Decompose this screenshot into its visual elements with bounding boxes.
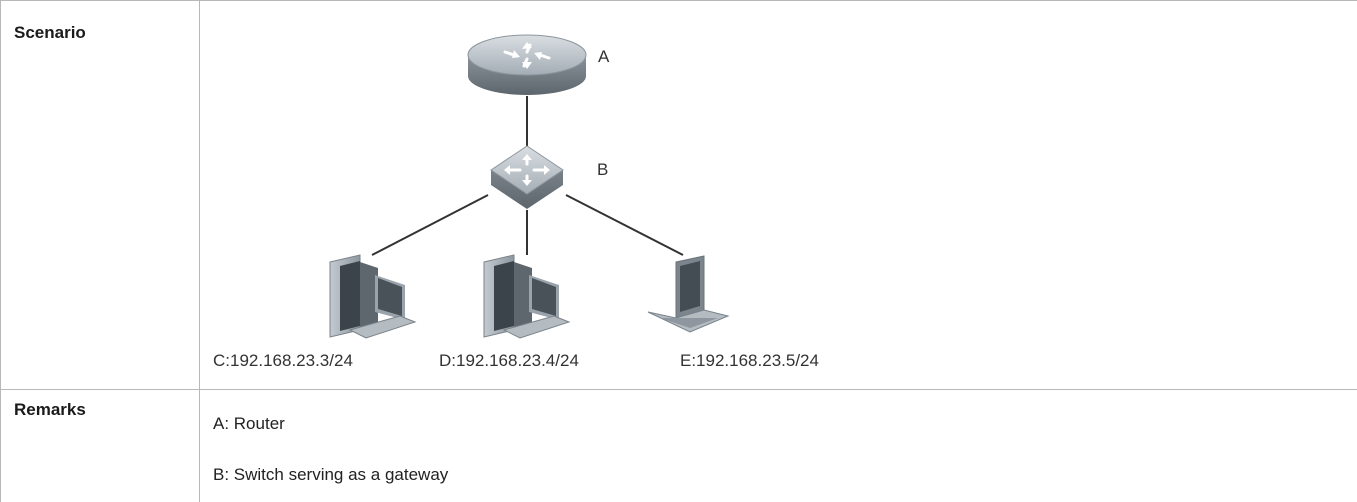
remark-router: A: Router: [213, 414, 285, 433]
table-top-border: [0, 0, 1357, 1]
desktop-pc-icon: [483, 254, 571, 339]
network-links: [371, 96, 684, 256]
switch-icon: [490, 145, 564, 209]
scenario-header: Scenario: [14, 23, 86, 42]
host-d-label: D:192.168.23.4/24: [439, 351, 579, 370]
router-label: A: [598, 47, 610, 66]
table-column-divider: [199, 0, 200, 502]
host-e-label: E:192.168.23.5/24: [680, 351, 819, 370]
host-c-label: C:192.168.23.3/24: [213, 351, 353, 370]
table-row-divider: [0, 389, 1357, 390]
desktop-pc-icon: [329, 254, 417, 339]
router-icon: [467, 34, 587, 95]
table-left-border: [0, 0, 1, 502]
network-topology-diagram: A B: [213, 34, 819, 370]
link-switch-host-c: [371, 194, 489, 256]
remark-switch: B: Switch serving as a gateway: [213, 465, 449, 484]
remarks-header: Remarks: [14, 400, 86, 419]
link-switch-host-e: [565, 194, 684, 256]
laptop-icon: [647, 255, 730, 333]
switch-label: B: [597, 160, 608, 179]
